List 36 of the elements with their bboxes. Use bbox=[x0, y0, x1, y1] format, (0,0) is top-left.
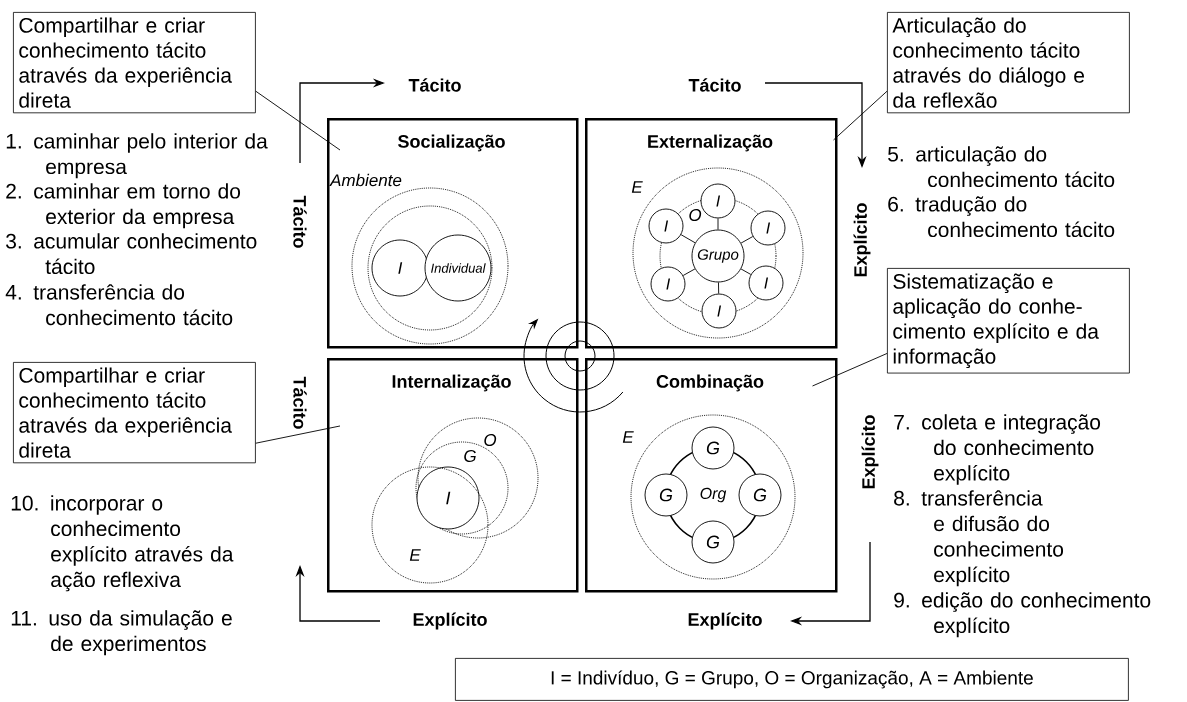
list-item: 11. uso da simulação e de experimentos bbox=[11, 610, 232, 656]
callout-box: Compartilhar e criar conhecimento tácito através da experiência direta bbox=[13, 362, 256, 464]
list-item: 1. caminhar pelo interior da empresa bbox=[6, 133, 268, 179]
list-item: 8. transferência e difusão do conhecimento explícito bbox=[894, 490, 1064, 587]
axis-label: Tácito bbox=[293, 376, 307, 429]
callout-box: Compartilhar e criar conhecimento tácito através da experiência direta bbox=[13, 12, 256, 114]
leader-line bbox=[833, 90, 888, 141]
connector-line bbox=[740, 268, 752, 275]
axis-label: Tácito bbox=[408, 78, 461, 92]
list-item: 2. caminhar em torno do exterior da empresa bbox=[6, 183, 241, 229]
callout-box: Articulação do conhecimento tácito através do diálogo e da reflexão bbox=[887, 12, 1130, 114]
node-label: Ambiente bbox=[329, 173, 402, 187]
leader-line bbox=[812, 353, 888, 387]
list-item: 10. incorporar o conhecimento explícito através da ação reflexiva bbox=[11, 495, 234, 592]
list-item: 5. articulação do conhecimento tácito bbox=[888, 146, 1115, 188]
callout-box: Sistematização e aplicação do conhe-cimento explícito e da informação bbox=[887, 268, 1130, 374]
list-item: 7. coleta e integração do conhecimento explícito bbox=[894, 414, 1101, 485]
list-item: 3. acumular conhecimento tácito bbox=[6, 233, 257, 275]
dotted-circle bbox=[367, 205, 493, 331]
axis-label: Tácito bbox=[293, 195, 307, 248]
axis-label: Explícito bbox=[413, 612, 487, 630]
connector-line bbox=[717, 218, 719, 230]
list-item: 4. transferência do conhecimento tácito bbox=[5, 284, 233, 326]
axis-label: Tácito bbox=[688, 78, 741, 92]
leader-line bbox=[255, 425, 341, 444]
key-box: I = Indivíduo, G = Grupo, O = Organização, A = Ambiente bbox=[455, 658, 1129, 701]
list-item: 9. edição do conhecimento explícito bbox=[894, 592, 1151, 638]
list-item: 6. tradução do conhecimento tácito bbox=[888, 196, 1115, 238]
connector-line bbox=[740, 236, 754, 244]
connector-line bbox=[718, 282, 720, 294]
axis-label: Explícito bbox=[861, 415, 879, 489]
connector-line bbox=[680, 234, 696, 244]
axis-label: Explícito bbox=[853, 203, 871, 277]
leader-line bbox=[255, 90, 341, 151]
axis-label: Explícito bbox=[688, 612, 762, 630]
connector-line bbox=[682, 268, 696, 276]
